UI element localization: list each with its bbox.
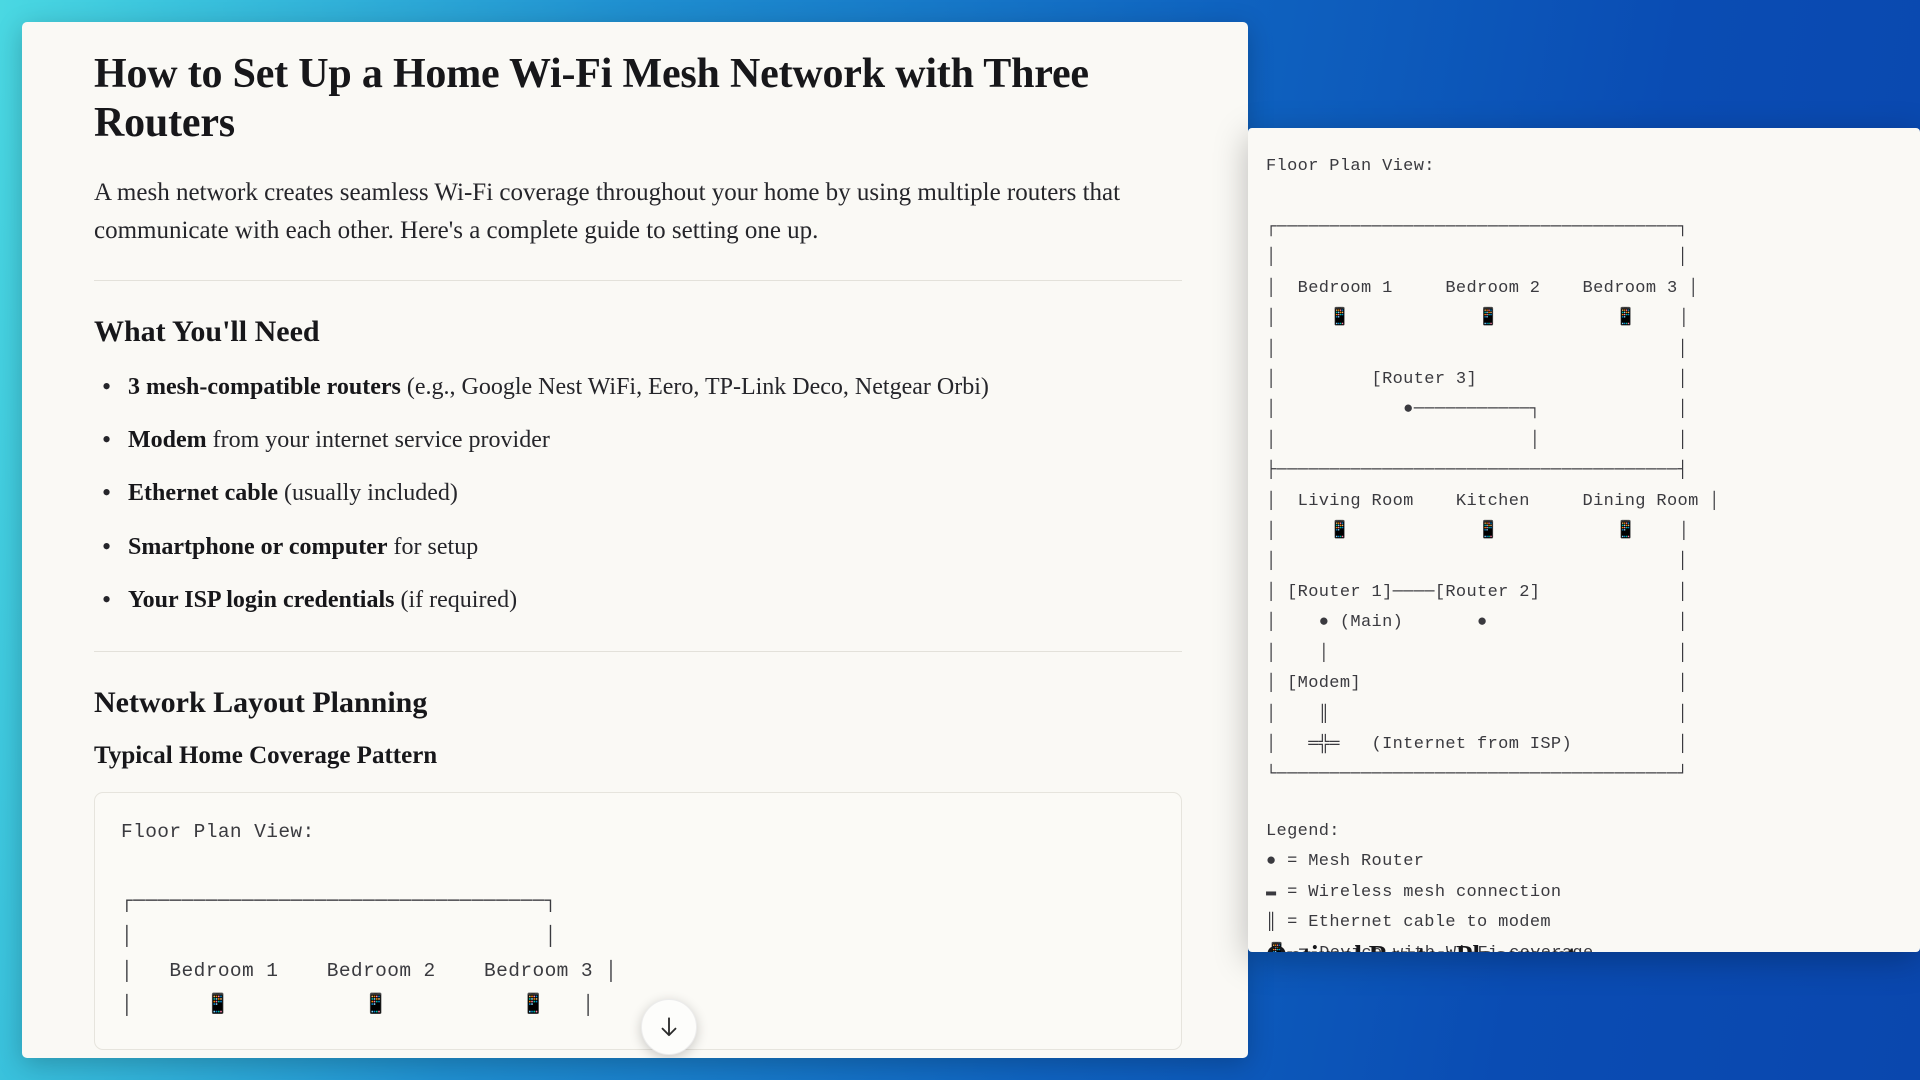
document-body: How to Set Up a Home Wi-Fi Mesh Network …	[22, 22, 1248, 1051]
page-title: How to Set Up a Home Wi-Fi Mesh Network …	[94, 51, 1089, 147]
list-item-bold: 3 mesh-compatible routers	[128, 374, 401, 401]
document-scroll-down-button[interactable]	[641, 999, 697, 1055]
divider	[94, 650, 1182, 652]
legend-text-wireless: = Wireless mesh connection	[1287, 882, 1562, 902]
legend-symbol-router: ●	[1266, 852, 1277, 872]
list-item: Smartphone or computer for setup	[94, 529, 1182, 565]
side-panel-cut-heading: Optimal Router Placement	[1266, 940, 1886, 952]
list-item-rest: (e.g., Google Nest WiFi, Eero, TP-Link D…	[400, 374, 989, 401]
arrow-down-icon	[661, 1017, 677, 1037]
section-heading-network-layout: Network Layout Planning	[94, 685, 428, 719]
section-heading-what-you-need: What You'll Need	[94, 315, 320, 349]
list-item-rest: from your internet service provider	[206, 427, 550, 454]
list-item: Modem from your internet service provide…	[94, 422, 1182, 458]
legend-heading: Legend:	[1266, 821, 1340, 841]
list-item: Ethernet cable (usually included)	[94, 475, 1182, 511]
list-item-rest: (if required)	[394, 586, 518, 613]
side-floor-plan-ascii-diagram: Floor Plan View: ┌──────────────────────…	[1266, 157, 1720, 785]
list-item-bold: Smartphone or computer	[128, 533, 388, 560]
legend-symbol-ethernet: ║	[1266, 913, 1277, 933]
legend-text-router: = Mesh Router	[1287, 852, 1425, 872]
subsection-heading-coverage-pattern: Typical Home Coverage Pattern	[94, 741, 438, 769]
list-item-bold: Modem	[128, 427, 207, 454]
list-item-rest: (usually included)	[277, 480, 458, 507]
legend-symbol-wireless: ▬	[1266, 882, 1277, 902]
requirements-list: 3 mesh-compatible routers (e.g., Google …	[94, 369, 1182, 618]
list-item-bold: Your ISP login credentials	[128, 586, 395, 613]
intro-paragraph: A mesh network creates seamless Wi-Fi co…	[94, 179, 1121, 245]
divider	[94, 280, 1182, 282]
ascii-diagram-card: Floor Plan View: ┌──────────────────────…	[94, 791, 1182, 1051]
legend: Legend: ● = Mesh Router ▬ = Wireless mes…	[1266, 817, 1894, 952]
legend-text-device: = Device with Wi-Fi coverage	[1298, 944, 1593, 952]
floor-plan-ascii-diagram: Floor Plan View: ┌──────────────────────…	[121, 820, 618, 1017]
legend-text-ethernet: = Ethernet cable to modem	[1287, 913, 1551, 933]
side-panel-body: Floor Plan View: ┌──────────────────────…	[1248, 128, 1920, 952]
list-item-rest: for setup	[387, 533, 479, 560]
legend-symbol-device: 📱	[1266, 944, 1288, 952]
list-item: 3 mesh-compatible routers (e.g., Google …	[94, 369, 1182, 405]
list-item-bold: Ethernet cable	[128, 480, 278, 507]
document-card: How to Set Up a Home Wi-Fi Mesh Network …	[22, 22, 1248, 1058]
list-item: Your ISP login credentials (if required)	[94, 582, 1182, 618]
side-preview-panel: Floor Plan View: ┌──────────────────────…	[1248, 128, 1920, 952]
